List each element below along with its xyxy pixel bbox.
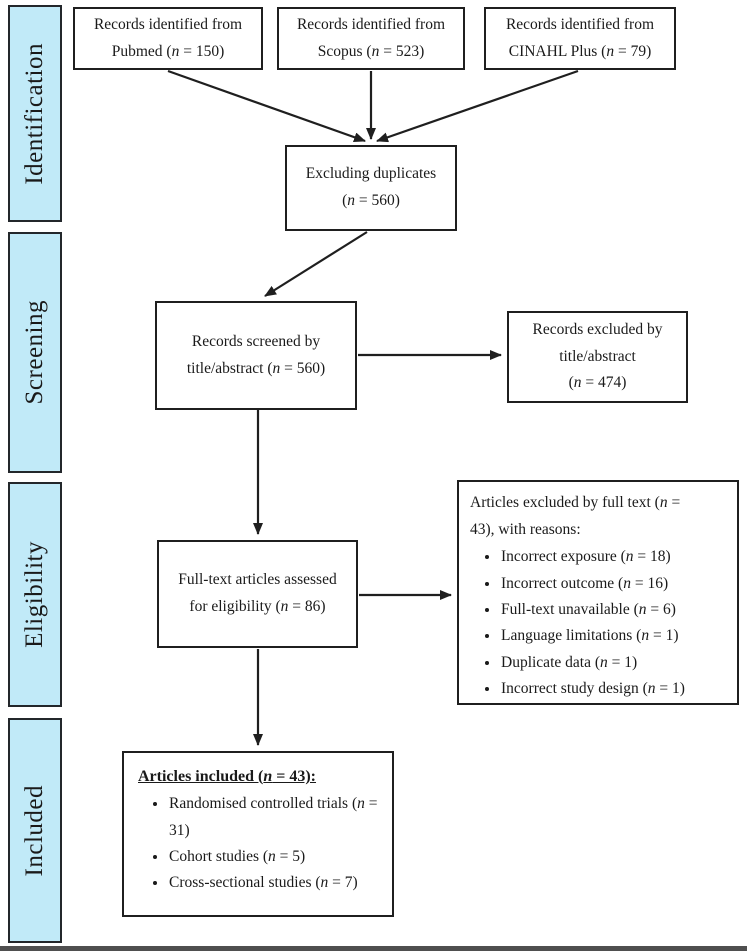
- stage-label-eligibility: Eligibility: [21, 541, 48, 648]
- list-item: Incorrect study design (n = 1): [500, 676, 685, 702]
- list-item: Duplicate data (n = 1): [500, 650, 685, 676]
- list-item: Cross-sectional studies (n = 7): [168, 870, 384, 896]
- node-text: Excluding duplicates(n = 560): [305, 165, 437, 209]
- arrow-pubmed-to-duplicates: [167, 69, 366, 143]
- node-articles-included: Articles included (n = 43): Randomised c…: [122, 751, 394, 917]
- arrow-duplicates-to-screened: [264, 231, 368, 297]
- articles-included-list: Randomised controlled trials (n = 31)Coh…: [138, 791, 384, 896]
- list-item: Full-text unavailable (n = 6): [500, 597, 685, 623]
- node-excluding-duplicates: Excluding duplicates(n = 560): [285, 145, 457, 231]
- stage-screening: Screening: [8, 232, 62, 473]
- stage-label-identification: Identification: [21, 42, 48, 185]
- list-item: Randomised controlled trials (n = 31): [168, 791, 384, 844]
- articles-included-heading: Articles included (n = 43):: [138, 768, 317, 785]
- stage-label-included: Included: [21, 784, 48, 877]
- node-excluded-fulltext: Articles excluded by full text (n =43), …: [457, 480, 739, 705]
- stage-eligibility: Eligibility: [8, 482, 62, 707]
- list-item: Cohort studies (n = 5): [168, 844, 384, 870]
- figure-bottom-border: [0, 946, 747, 951]
- list-item: Language limitations (n = 1): [500, 623, 685, 649]
- excluded-fulltext-reasons-list: Incorrect exposure (n = 18)Incorrect out…: [470, 544, 685, 702]
- excluded-fulltext-intro: Articles excluded by full text (n =43), …: [470, 494, 681, 538]
- stage-included: Included: [8, 718, 62, 943]
- list-item: Incorrect exposure (n = 18): [500, 544, 685, 570]
- stage-label-screening: Screening: [21, 300, 48, 405]
- arrow-cinahl-to-duplicates: [376, 69, 579, 143]
- stage-identification: Identification: [8, 5, 62, 222]
- list-item: Incorrect outcome (n = 16): [500, 571, 685, 597]
